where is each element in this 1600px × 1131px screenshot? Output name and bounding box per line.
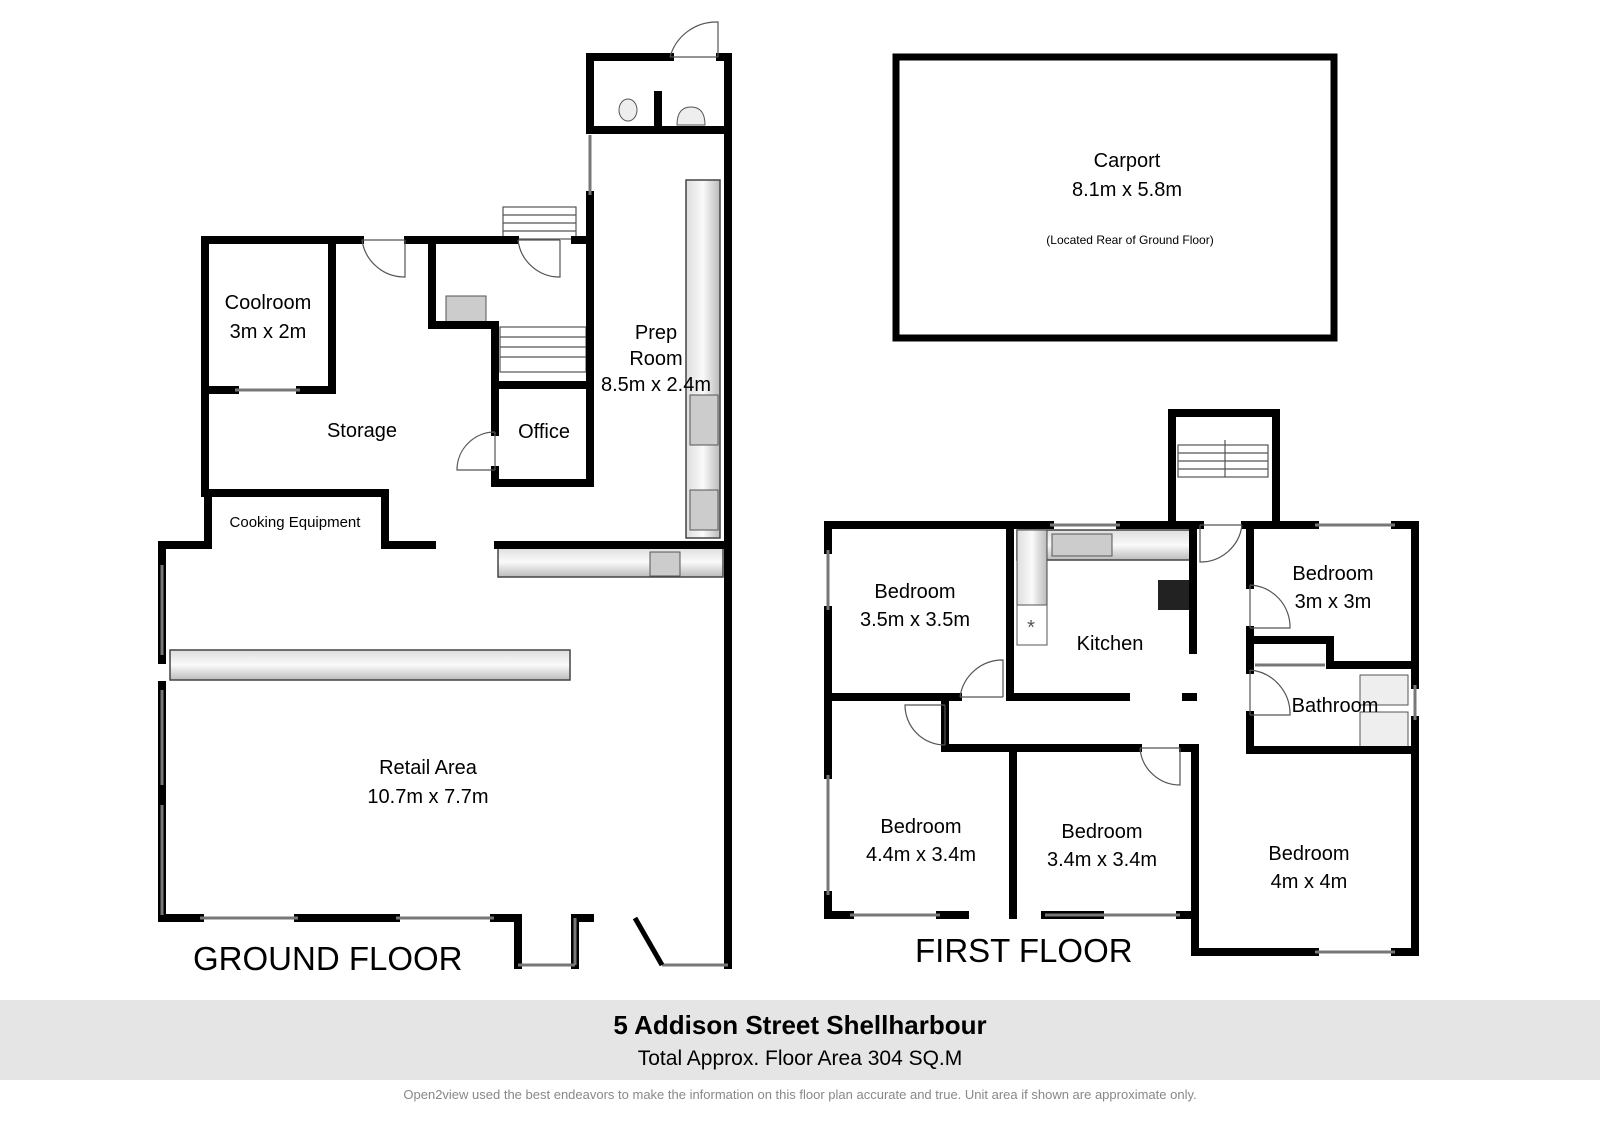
wall [1246, 636, 1419, 669]
wall [428, 236, 519, 436]
retail-counter [169, 649, 571, 681]
cooktop-icon [1158, 580, 1192, 610]
double-sink [689, 394, 719, 446]
hand-basin [445, 295, 487, 325]
bedroom-3-name: Bedroom [880, 816, 961, 838]
carport-size: 8.1m x 5.8m [1072, 179, 1182, 201]
wall [158, 681, 204, 922]
bedroom-2-name: Bedroom [1292, 563, 1373, 585]
wall [1168, 409, 1280, 529]
retail-area-size: 10.7m x 7.7m [367, 786, 488, 808]
floor-plan: Coolroom 3m x 2m Storage Office Prep Roo… [158, 21, 1419, 977]
retail-area-name: Retail Area [379, 757, 478, 779]
cooking-equipment-name: Cooking Equipment [230, 514, 362, 531]
fridge-space [1016, 604, 1048, 646]
carport-note: (Located Rear of Ground Floor) [1046, 233, 1213, 247]
door-swings [361, 21, 719, 471]
windows [160, 135, 728, 967]
carport-name: Carport [1094, 150, 1161, 172]
bedroom-2-size: 3m x 3m [1295, 591, 1372, 613]
wall [494, 541, 732, 969]
bedroom-1-size: 3.5m x 3.5m [860, 609, 970, 631]
toilet-icon [618, 98, 638, 122]
wall [632, 916, 665, 967]
prep-room-name-2: Room [629, 348, 682, 370]
bedroom-3-size: 4.4m x 3.4m [866, 844, 976, 866]
prep-counter-horizontal [497, 546, 724, 578]
bedroom-5-size: 4m x 4m [1271, 871, 1348, 893]
kitchen-bench [1016, 529, 1048, 606]
coolroom-name: Coolroom [225, 292, 312, 314]
storage-name: Storage [327, 420, 397, 442]
wall [1176, 911, 1319, 956]
office-name: Office [518, 421, 570, 443]
sink [649, 551, 681, 577]
windows [826, 523, 1417, 954]
bedroom-4-name: Bedroom [1061, 821, 1142, 843]
wall [941, 693, 1142, 752]
footer-banner: 5 Addison Street Shellharbour Total Appr… [0, 1000, 1600, 1080]
wall [1391, 521, 1419, 689]
wall [1391, 716, 1419, 956]
door-swings [904, 524, 1291, 786]
stairs-icon [1177, 440, 1269, 478]
bedroom-4-size: 3.4m x 3.4m [1047, 849, 1157, 871]
kitchen-name: Kitchen [1077, 633, 1144, 655]
wall [571, 914, 594, 969]
sink [689, 489, 719, 531]
wall [824, 891, 854, 919]
first-floor-plan: * [824, 409, 1419, 956]
wall [491, 191, 594, 487]
wall [716, 53, 732, 549]
stairs-icon [499, 206, 587, 373]
property-address: 5 Addison Street Shellharbour [613, 1010, 987, 1040]
wall [201, 236, 364, 497]
coolroom-size: 3m x 2m [230, 321, 307, 343]
carport-outline [892, 53, 1338, 342]
first-floor-title: FIRST FLOOR [915, 932, 1133, 969]
wall [490, 914, 522, 969]
basin-icon [676, 106, 706, 126]
vanity [1359, 674, 1409, 706]
prep-room-size: 8.5m x 2.4m [601, 374, 711, 396]
shower [1359, 711, 1409, 749]
wall [1246, 711, 1419, 754]
bedroom-1-name: Bedroom [874, 581, 955, 603]
ground-floor-title: GROUND FLOOR [193, 940, 463, 977]
total-floor-area: Total Approx. Floor Area 304 SQ.M [637, 1047, 963, 1070]
wall [296, 236, 336, 394]
prep-room-name-1: Prep [635, 322, 677, 344]
asterisk-icon: * [1027, 617, 1035, 639]
disclaimer: Open2view used the best endeavors to mak… [403, 1087, 1197, 1102]
wall [824, 521, 1054, 554]
kitchen-sink [1051, 533, 1113, 557]
bathroom-name: Bathroom [1292, 695, 1379, 717]
bedroom-5-name: Bedroom [1268, 843, 1349, 865]
prep-bench [685, 179, 721, 539]
ground-floor-plan [158, 21, 732, 969]
